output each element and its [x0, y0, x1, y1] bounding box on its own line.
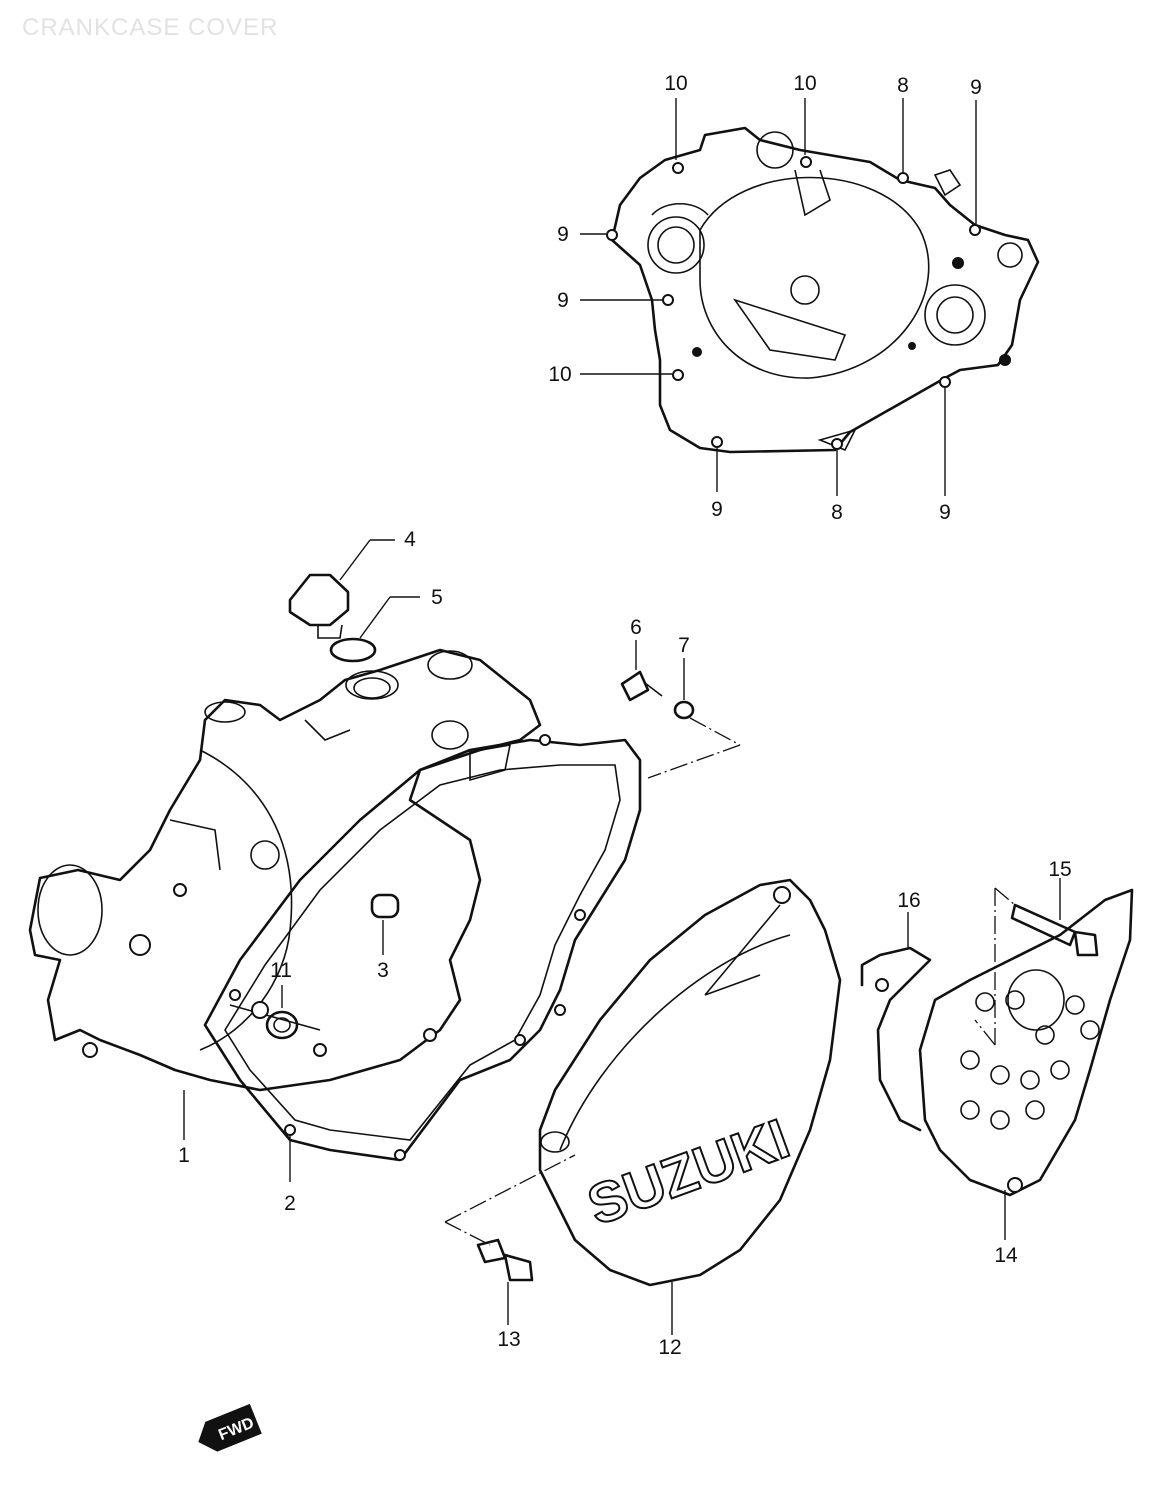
callout-10: 10 [664, 72, 687, 95]
callout-9: 9 [557, 289, 569, 312]
cover-brand-emblem: SUZUKI [580, 1106, 797, 1236]
callout-1: 1 [178, 1144, 190, 1167]
drain-bolt [620, 640, 663, 702]
callout-4: 4 [404, 528, 416, 551]
callout-3: 3 [377, 959, 389, 982]
forward-direction-arrow: FWD [198, 1403, 262, 1452]
callout-9: 9 [970, 76, 982, 99]
callout-13: 13 [497, 1328, 520, 1351]
crankcase-gasket [203, 734, 642, 1182]
callout-7: 7 [678, 634, 690, 657]
dowel-pin [370, 893, 400, 955]
callout-8: 8 [831, 501, 843, 524]
cover-bolt [444, 1154, 576, 1325]
callout-5: 5 [431, 586, 443, 609]
callout-14: 14 [994, 1244, 1018, 1267]
callout-2: 2 [284, 1192, 296, 1215]
sprocket-cover [918, 888, 1134, 1240]
filler-cap-o-ring [329, 596, 420, 663]
callout-labels: 10 10 8 9 9 9 10 9 8 9 4 5 6 7 3 11 1 2 … [178, 72, 1072, 1359]
callout-16: 16 [897, 889, 920, 912]
callout-9: 9 [557, 223, 569, 246]
o-ring-seal [265, 985, 299, 1040]
cover-bolt-pattern-view [580, 98, 1040, 496]
callout-9: 9 [939, 501, 951, 524]
callout-15: 15 [1048, 858, 1071, 881]
magneto-cover: SUZUKI [538, 878, 842, 1335]
oil-filler-cap [288, 539, 395, 639]
drain-washer [647, 658, 741, 779]
sprocket-cover-bolt [974, 878, 1099, 1046]
sprocket-guard-bracket [860, 912, 932, 1132]
callout-10: 10 [793, 72, 816, 95]
callout-11: 11 [270, 959, 292, 982]
callout-6: 6 [630, 616, 642, 639]
page-title: CRANKCASE COVER [22, 14, 279, 41]
callout-8: 8 [897, 74, 909, 97]
callout-9: 9 [711, 498, 723, 521]
crankcase-housing [28, 648, 542, 1092]
callout-12: 12 [658, 1336, 681, 1359]
callout-10: 10 [548, 363, 571, 386]
